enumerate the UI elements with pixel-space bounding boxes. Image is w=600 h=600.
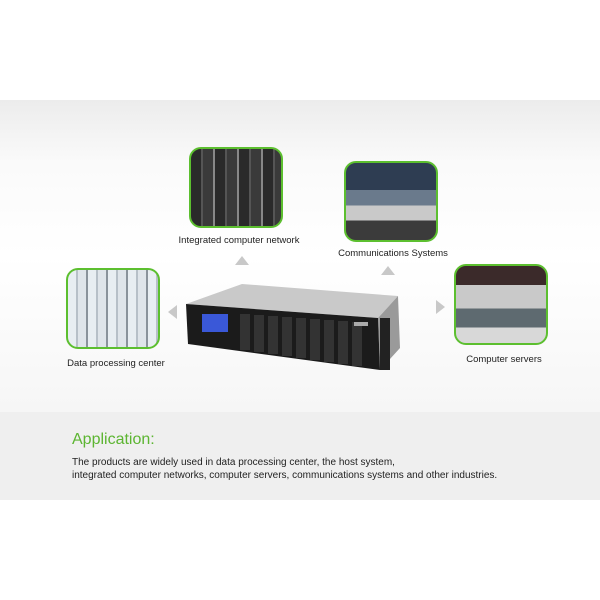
application-heading: Application: — [72, 431, 155, 448]
integrated-network-image — [189, 147, 283, 228]
computer-servers-image — [454, 264, 548, 345]
arrow-up-icon — [381, 266, 395, 275]
application-text-line-1: The products are widely used in data pro… — [72, 457, 395, 468]
data-processing-center-label: Data processing center — [67, 358, 165, 369]
integrated-network-label: Integrated computer network — [178, 235, 300, 246]
diagram-background — [0, 100, 600, 412]
arrow-left-icon — [168, 305, 177, 319]
computer-servers-label: Computer servers — [466, 354, 542, 365]
arrow-up-icon — [235, 256, 249, 265]
communications-systems-image — [344, 161, 438, 242]
communications-systems-label: Communications Systems — [338, 248, 448, 259]
arrow-right-icon — [436, 300, 445, 314]
application-text-line-2: integrated computer networks, computer s… — [72, 470, 498, 481]
ups-device-image — [186, 284, 400, 370]
data-processing-center-image — [66, 268, 160, 349]
application-section — [0, 412, 600, 500]
